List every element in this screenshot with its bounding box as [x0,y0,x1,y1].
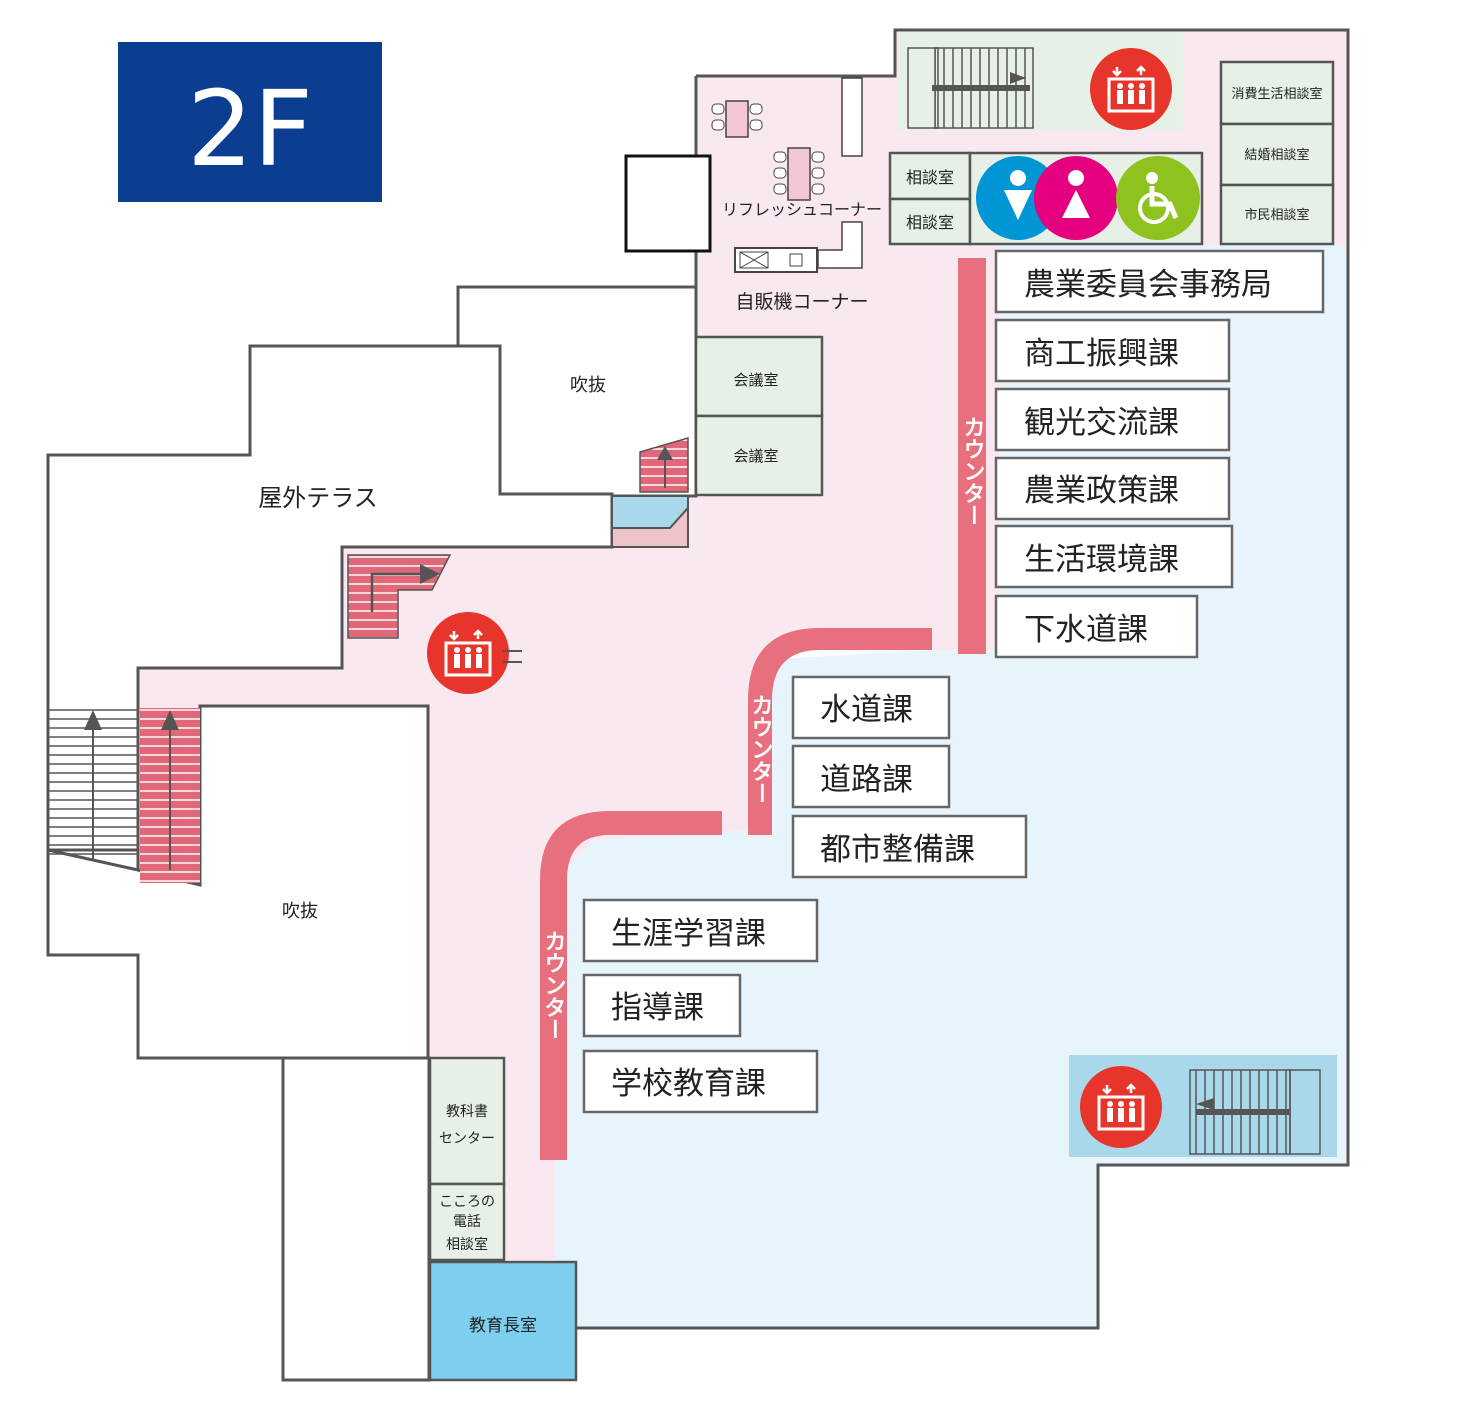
department-label: 生涯学習課 [611,916,766,952]
elevator-door-marks [503,650,522,663]
citizen-consultation-label: 市民相談室 [1244,207,1309,223]
department-label: 下水道課 [1024,612,1148,648]
atrium-upper-label: 吹抜 [570,375,606,396]
textbook-center-label-2: センター [439,1131,495,1147]
public-area [138,30,1348,1260]
department-box: 学校教育課 [582,1049,819,1114]
textbook-center-room [428,1056,506,1186]
refresh-corner-label: リフレッシュコーナー [722,200,882,219]
atrium-lower-label: 吹抜 [282,901,318,922]
department-label: 水道課 [820,692,913,728]
department-label: 道路課 [820,762,913,798]
toilet-female-icon [1034,156,1118,240]
elevator-icon [427,612,509,694]
counter-3 [540,811,722,1160]
department-label: 学校教育課 [611,1066,766,1102]
superintendent-office [428,1260,578,1382]
elevator-icon [1090,48,1172,130]
counter-2-label: カウンター [748,694,773,804]
accessible-toilet-icon [1116,156,1200,240]
consultation-room-2-label: 相談室 [906,213,954,232]
kokoro-consultation-room [428,1182,506,1262]
elevator-icon [1080,1066,1162,1148]
stairs-left [48,708,200,883]
vending-corner-label: 自販機コーナー [735,291,868,313]
department-box: 農業政策課 [994,456,1231,521]
counter-2 [748,628,932,835]
meeting-room-2-label: 会議室 [733,447,778,465]
department-box: 都市整備課 [791,814,1028,879]
department-label: 生活環境課 [1024,542,1179,578]
lower-left-block [281,1056,431,1382]
refresh-corner [711,77,863,269]
outdoor-terrace-label: 屋外テラス [258,484,378,512]
consumer-consultation-room [1219,60,1335,126]
vending-machines [734,247,818,273]
meeting-room-1-label: 会議室 [733,371,778,389]
department-label: 観光交流課 [1024,405,1179,441]
department-box: 観光交流課 [994,387,1231,452]
department-box: 道路課 [791,744,951,809]
citizen-consultation-room [1219,183,1335,246]
storage-box [624,154,712,253]
department-box: 水道課 [791,675,951,740]
department-box: 生涯学習課 [582,898,819,963]
meeting-room-1 [694,335,824,418]
department-label: 農業政策課 [1024,473,1179,509]
textbook-center-label-1: 教科書 [446,1104,488,1120]
counter-1-label: カウンター [960,416,985,526]
counter-3-label: カウンター [541,930,566,1040]
consultation-room-1 [888,151,972,201]
department-label: 指導課 [611,990,704,1026]
meeting-room-2 [694,414,824,497]
department-box: 指導課 [582,973,742,1038]
department-box: 下水道課 [994,594,1199,659]
kokoro-label-1: こころの [439,1194,495,1210]
superintendent-office-label: 教育長室 [469,1316,537,1336]
department-label: 都市整備課 [820,832,975,868]
stairs-red-upper [347,554,452,639]
department-box: 生活環境課 [994,524,1234,589]
department-box: 農業委員会事務局 [994,249,1325,314]
kokoro-label-2: 電話 [453,1213,481,1230]
counter-1 [958,258,986,654]
toilet-male-icon [976,156,1060,240]
department-label: 商工振興課 [1024,336,1179,372]
stairs-bottom-right [1189,1069,1321,1155]
marriage-consultation-label: 結婚相談室 [1244,147,1309,163]
department-label: 農業委員会事務局 [1024,267,1272,303]
stairs-top [907,47,1034,129]
pink-box [611,505,689,548]
consumer-consultation-label: 消費生活相談室 [1231,86,1322,102]
kokoro-label-3: 相談室 [446,1236,488,1253]
consultation-room-1-label: 相談室 [906,168,954,187]
department-box: 商工振興課 [994,318,1231,383]
floor-label: 2F [187,68,313,190]
stairs-small [639,437,689,493]
floor-badge: 2F [118,42,382,202]
outer-wall [577,28,1350,1330]
